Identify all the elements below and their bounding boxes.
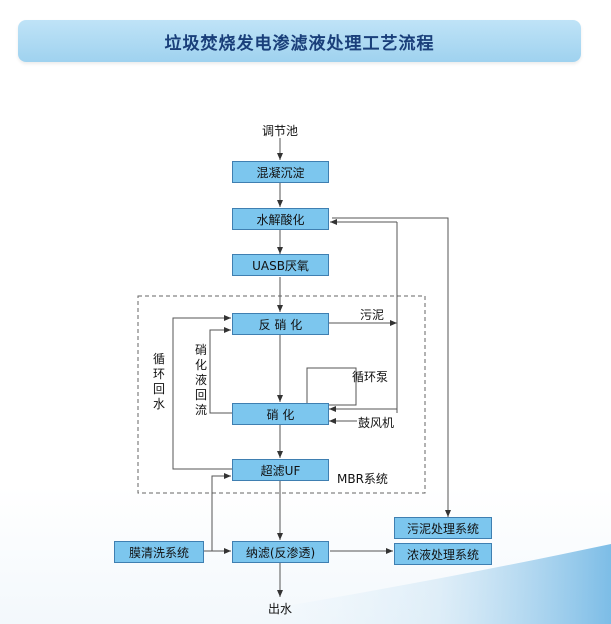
hydrolysis-box: 水解酸化 [232, 208, 329, 230]
nitrate-return-label: 硝化液回流 [194, 343, 207, 417]
page-title: 垃圾焚烧发电渗滤液处理工艺流程 [164, 33, 435, 54]
membrane-cleaning-box: 膜清洗系统 [114, 541, 204, 563]
circulation-return-label: 循环回水 [152, 352, 165, 411]
denitrification-box: 反 硝 化 [232, 313, 329, 335]
sludge-treatment-box: 污泥处理系统 [394, 517, 492, 539]
circulation-pump-label: 循环泵 [352, 370, 389, 384]
mbr-boundary [137, 295, 426, 494]
nitrification-box: 硝 化 [232, 403, 329, 425]
coagulation-box: 混凝沉淀 [232, 161, 329, 183]
sludge-label: 污泥 [360, 308, 385, 322]
background-swoosh [180, 544, 611, 624]
uasb-box: UASB厌氧 [232, 254, 329, 276]
concentrate-treatment-box: 浓液处理系统 [394, 543, 492, 565]
effluent-label: 出水 [268, 602, 293, 616]
mbr-system-label: MBR系统 [337, 472, 388, 486]
title-banner: 垃圾焚烧发电渗滤液处理工艺流程 [18, 20, 581, 62]
regulating-tank-label: 调节池 [262, 124, 299, 138]
nanofiltration-box: 纳滤(反渗透) [232, 541, 329, 563]
blower-label: 鼓风机 [358, 416, 395, 430]
ultrafiltration-box: 超滤UF [232, 459, 329, 481]
